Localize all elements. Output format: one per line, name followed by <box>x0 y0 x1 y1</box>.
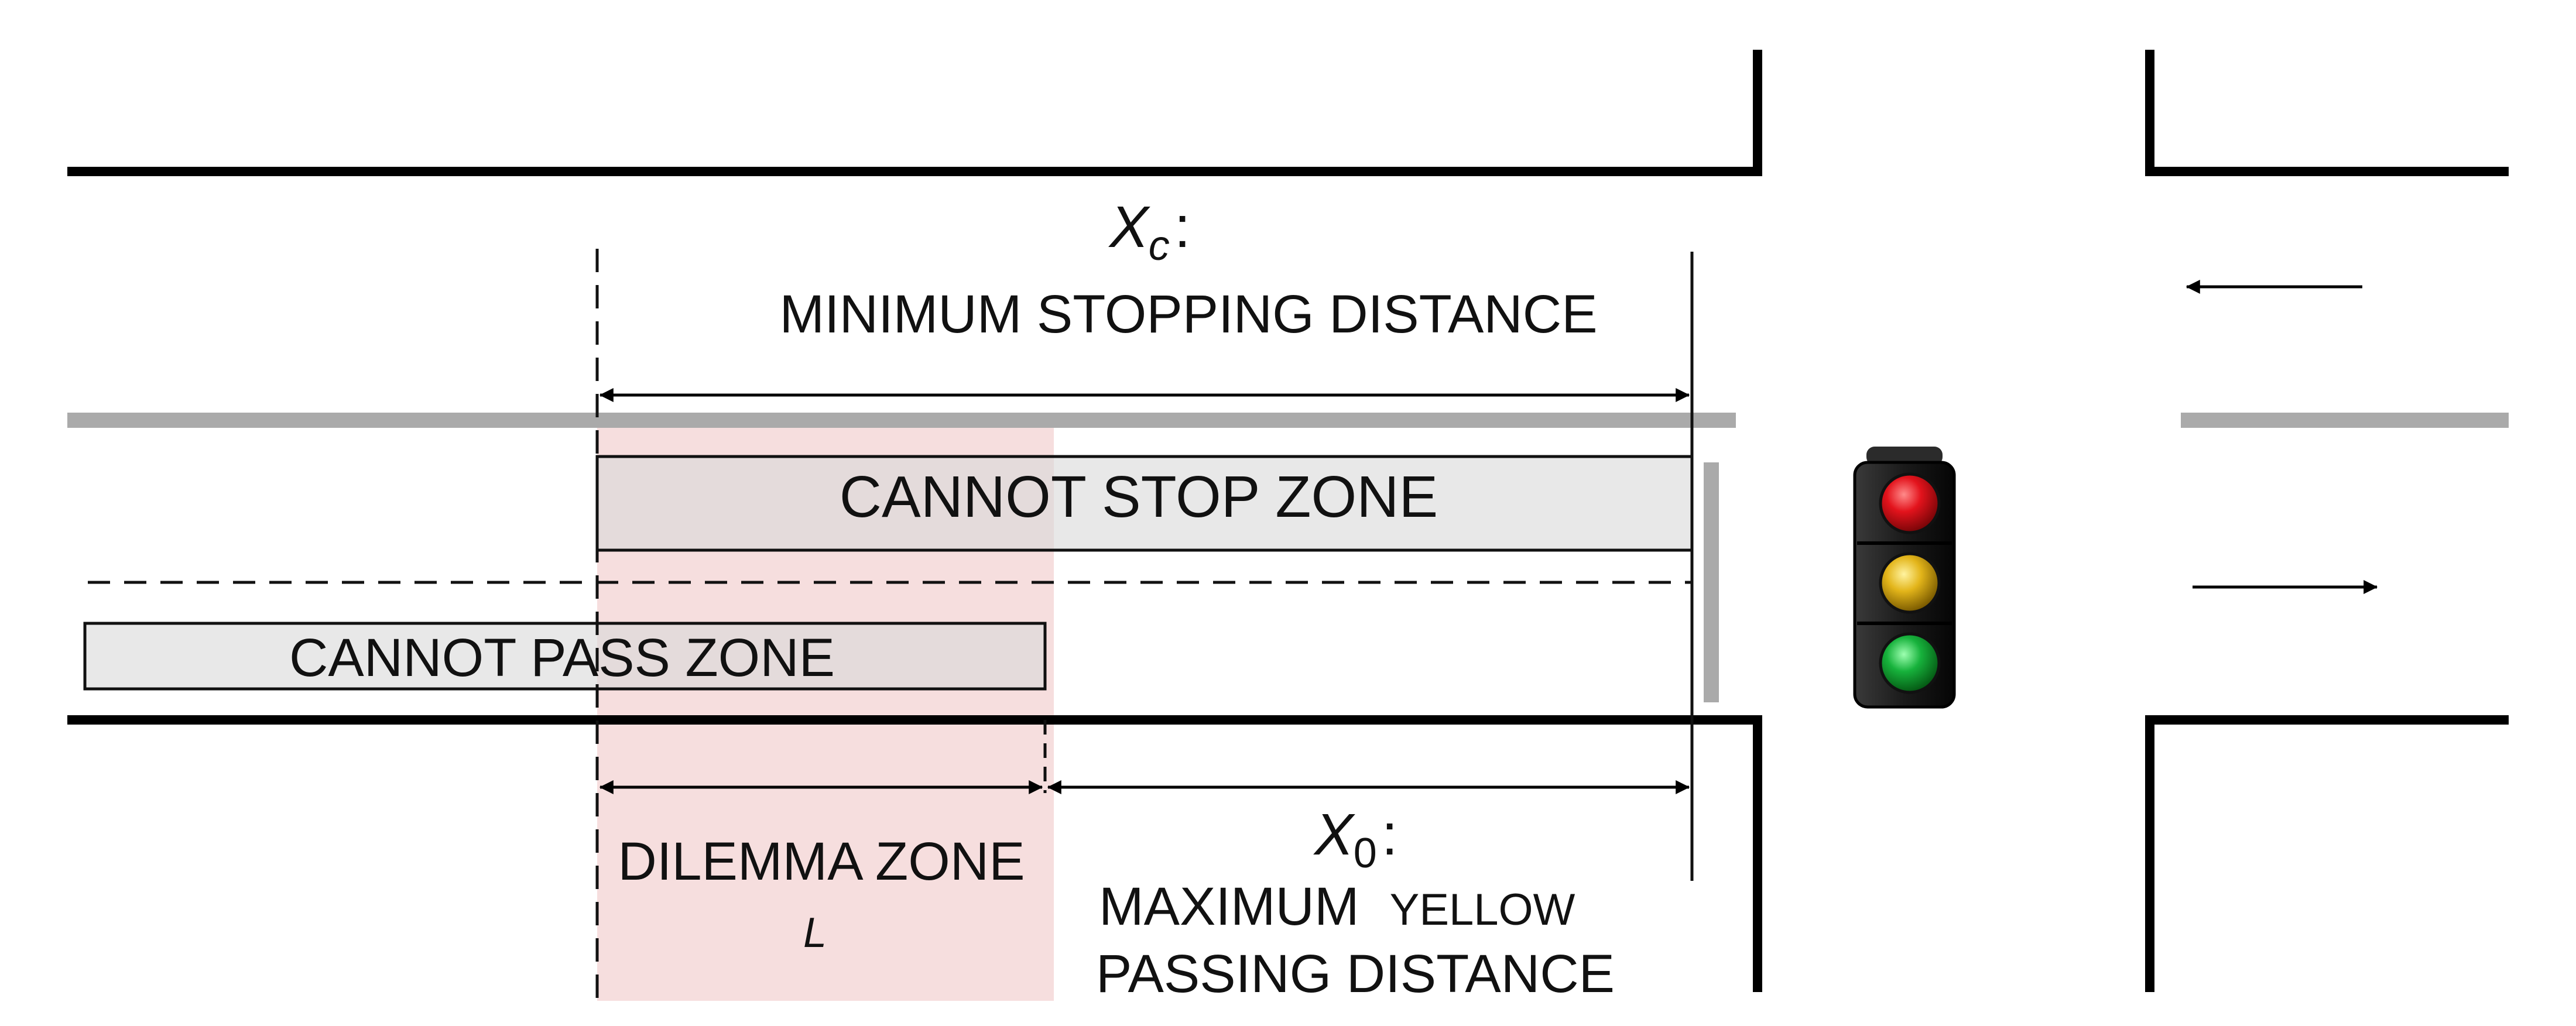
x0-caption-maximum: MAXIMUM <box>1099 877 1359 936</box>
x0-colon: : <box>1382 802 1398 867</box>
cannot-pass-zone-label: CANNOT PASS ZONE <box>289 628 835 688</box>
x0-label: X0: <box>1313 802 1398 877</box>
x0-caption-line1: MAXIMUM YELLOW <box>1099 877 1575 936</box>
x0-caption-yellow: YELLOW <box>1390 885 1575 935</box>
road-edge-bottom-right <box>2145 715 2509 992</box>
road-edge-top-left <box>67 50 1762 176</box>
xc-colon: : <box>1174 194 1191 260</box>
traffic-light <box>1853 447 1956 709</box>
x0-symbol: X <box>1313 802 1355 867</box>
traffic-light-cap <box>1866 447 1943 465</box>
dilemma-length-symbol: L <box>803 910 827 956</box>
road-edges <box>67 50 2509 992</box>
road-edge-bottom-left <box>67 715 1762 992</box>
xc-caption: MINIMUM STOPPING DISTANCE <box>779 284 1597 344</box>
red-lamp <box>1879 472 1941 534</box>
xc-label: Xc: <box>1108 194 1191 269</box>
yellow-lamp <box>1879 552 1941 614</box>
cannot-stop-zone-box <box>595 455 1694 552</box>
x0-caption-line2: PASSING DISTANCE <box>1096 944 1615 1004</box>
cannot-pass-zone-box <box>83 622 1047 691</box>
road-edge-top-right <box>2145 50 2509 176</box>
xc-symbol: X <box>1108 194 1150 260</box>
green-lamp <box>1879 632 1941 694</box>
xc-subscript: c <box>1149 222 1170 269</box>
dilemma-zone-label: DILEMMA ZONE <box>618 832 1025 891</box>
cannot-stop-zone-label: CANNOT STOP ZONE <box>840 464 1438 530</box>
x0-subscript: 0 <box>1354 830 1377 877</box>
